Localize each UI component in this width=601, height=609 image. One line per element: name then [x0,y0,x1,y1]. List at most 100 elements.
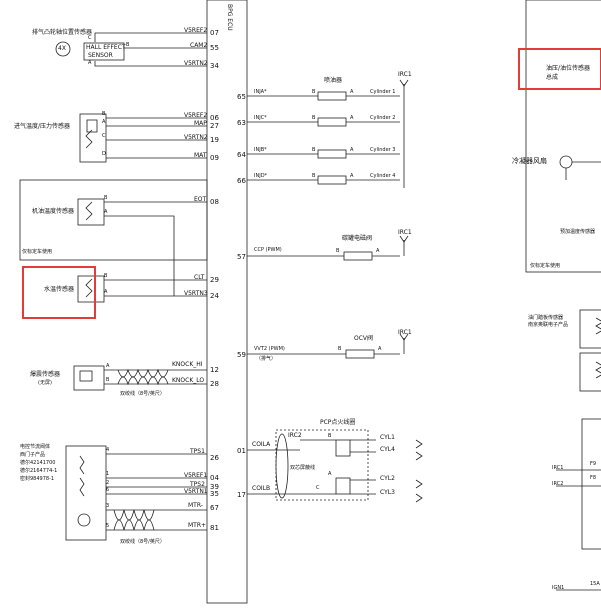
cyl2-out: CYL2 [380,475,395,482]
oil-sensor-wiring [77,198,207,296]
cam-pin-b: B [126,42,130,48]
ccp-wiring [247,235,409,261]
coil-inner: 双芯屏蔽线 [290,465,316,471]
throttle-pin-5: 5 [106,523,110,529]
fuse-f9: F9 [590,461,597,467]
vvt-b: B [338,346,342,352]
inj-feed: IRC1 [398,71,412,78]
coolant-sensor-label: 水温传感器 [44,286,75,293]
injector-wiring [247,79,409,188]
oil-frame [19,179,208,261]
ecu-body [206,0,248,604]
injector-label: 喷油器 [324,77,343,84]
pin-81: 81 [210,524,219,532]
cyl3-out: CYL3 [380,489,395,496]
sig-81: MTR+ [188,522,207,529]
cyl4-out: CYL4 [380,446,395,453]
inj3-a: A [350,147,354,153]
right-panel-pedal-boxes [579,309,601,392]
right-irc1: IRC1 [552,465,564,471]
map-pin-d: D [102,151,106,157]
heated-sensor: 预加温度传感器 [560,229,596,235]
pin-09: 09 [210,154,219,162]
knock-pin-b: B [106,377,110,383]
throttle-label-1: 电控节流阀体 [20,444,51,450]
pin-24: 24 [210,292,219,300]
hall-line-2: SENSOR [88,52,113,59]
pin-55: 55 [210,44,219,52]
sig-27: MAP [194,120,207,127]
sig-29: CLT [194,274,205,281]
throttle-label-3: 德尔42141700 [20,460,56,466]
vvt-wiring [247,333,409,359]
pin-39: 39 [210,483,219,491]
sig-34: V5RTN2 [184,60,208,67]
map-pin-c: C [102,133,106,139]
throttle-label-2: 西门子产品 [20,452,46,458]
map-pin-b: B [102,111,106,117]
throttle-wiring [65,445,207,541]
oil-sensor-label: 机油温度传感器 [32,208,75,215]
highlight-coolant-sensor [22,266,96,319]
ccp-a: A [376,248,380,254]
hall-sensor-box [83,42,125,61]
fuse-15a: 15A [590,581,600,587]
sig-67: MTR- [188,502,203,509]
pin-28: 28 [210,380,219,388]
sig-28: KNOCK_LO [172,377,205,384]
right-irc2: IRC2 [552,481,564,487]
pedal-line1: 油门踏板传感器 [528,315,564,321]
coil-feed: IRC2 [288,432,302,439]
inj2-sig: INJC* [254,115,267,121]
pin-26: 26 [210,454,219,462]
sig-35: V5RTN1 [184,488,208,495]
sig-06: V5REF2 [184,112,208,119]
oil-pressure-line2: 总成 [546,74,559,81]
cam-badge: 4X [58,45,66,52]
inj1-cyl: Cylinder 1 [370,89,396,95]
throttle-pin-1: 1 [106,471,110,477]
pin-29: 29 [210,276,219,284]
map-pin-a: A [102,119,106,125]
knock-sensor-wiring [73,365,207,391]
sig-04: V5REF1 [184,472,208,479]
vvt-sub: （排气） [256,356,277,362]
coolant-sensor-wiring [77,275,207,303]
knock-sub: (无屏) [38,380,52,386]
cam-pin-a: A [88,60,92,66]
cyl1-out: CYL1 [380,434,395,441]
cam-sensor-label: 排气凸轮轴位置传感器 [32,29,93,36]
pin-63: 63 [237,119,246,127]
vvt-label: OCV阀 [354,335,374,342]
pin-66: 66 [237,177,246,185]
right-ign: IGN1 [552,585,565,591]
inj4-a: A [350,173,354,179]
throttle-twist-label: 双绞线（8号/英尺） [120,539,165,545]
throttle-pin-6: 6 [106,487,110,493]
pin-34: 34 [210,62,219,70]
pin-17: 17 [237,491,246,499]
sig-26: TPS1 [190,448,205,455]
coil-sig-b: COILB [252,485,271,492]
vvt-a: A [378,346,382,352]
throttle-label-5: 密封984978-1 [20,476,55,482]
fuse-f8: F8 [590,475,597,481]
inj1-sig: INJA* [254,89,267,95]
vvt-feed: IRC1 [398,329,412,336]
right-panel-wiring [556,155,601,591]
inj4-cyl: Cylinder 4 [370,173,396,179]
knock-twist-label: 双绞线（8号/英尺） [120,391,165,397]
cam-pin-c: C [88,35,92,41]
pin-59: 59 [237,351,246,359]
knock-pin-a: A [106,363,110,369]
sig-08: EOT [194,196,207,203]
ccp-b: B [336,248,340,254]
hall-line-1: HALL EFFECT [86,44,126,51]
inj3-sig: INJB* [254,147,267,153]
coil-pin-b: B [328,433,332,439]
pin-67: 67 [210,504,219,512]
right-panel-frame [525,0,601,273]
inj3-b: B [312,147,316,153]
oil-note: 仅标定车使用 [22,249,53,255]
